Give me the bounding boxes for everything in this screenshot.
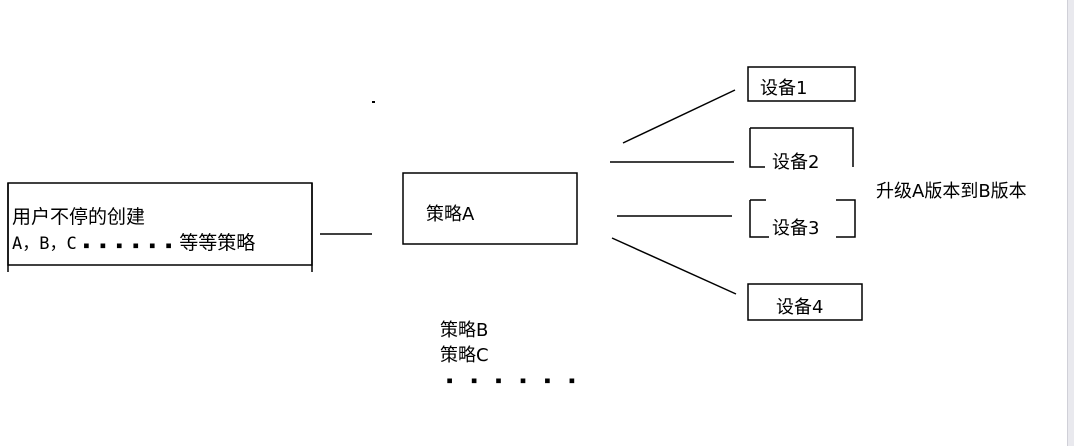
device-1-box <box>747 66 856 102</box>
connector-to-device-4 <box>611 237 737 295</box>
upgrade-note: 升级A版本到B版本 <box>876 181 1027 202</box>
device-3-box <box>749 199 856 238</box>
strategy-a-box <box>402 172 578 245</box>
device-3-label: 设备3 <box>772 218 820 239</box>
device-2-box <box>749 127 854 168</box>
device-4-label: 设备4 <box>776 297 824 318</box>
device-1-label: 设备1 <box>760 78 808 99</box>
user-box-line2-dots: ▪ ▪ ▪ ▪ ▪ ▪ <box>82 238 174 252</box>
user-box-line2-suffix: 等等策略 <box>179 232 256 254</box>
user-box-line2: A，B，C ▪ ▪ ▪ ▪ ▪ ▪ 等等策略 <box>12 232 255 256</box>
speck <box>372 101 375 103</box>
user-box-line1: 用户不停的创建 <box>12 206 146 228</box>
strategy-a-label: 策略A <box>426 204 475 225</box>
strategy-c-label: 策略C <box>440 345 489 366</box>
user-box-line2-prefix: A，B，C <box>12 234 77 254</box>
strategy-more-dots: ▪ ▪ ▪ ▪ ▪ ▪ <box>446 373 581 387</box>
device-2-label: 设备2 <box>772 152 820 173</box>
strategy-b-label: 策略B <box>440 320 489 341</box>
window-edge <box>1067 0 1074 446</box>
connector-to-device-1 <box>622 89 736 144</box>
device-4-box <box>747 283 863 321</box>
